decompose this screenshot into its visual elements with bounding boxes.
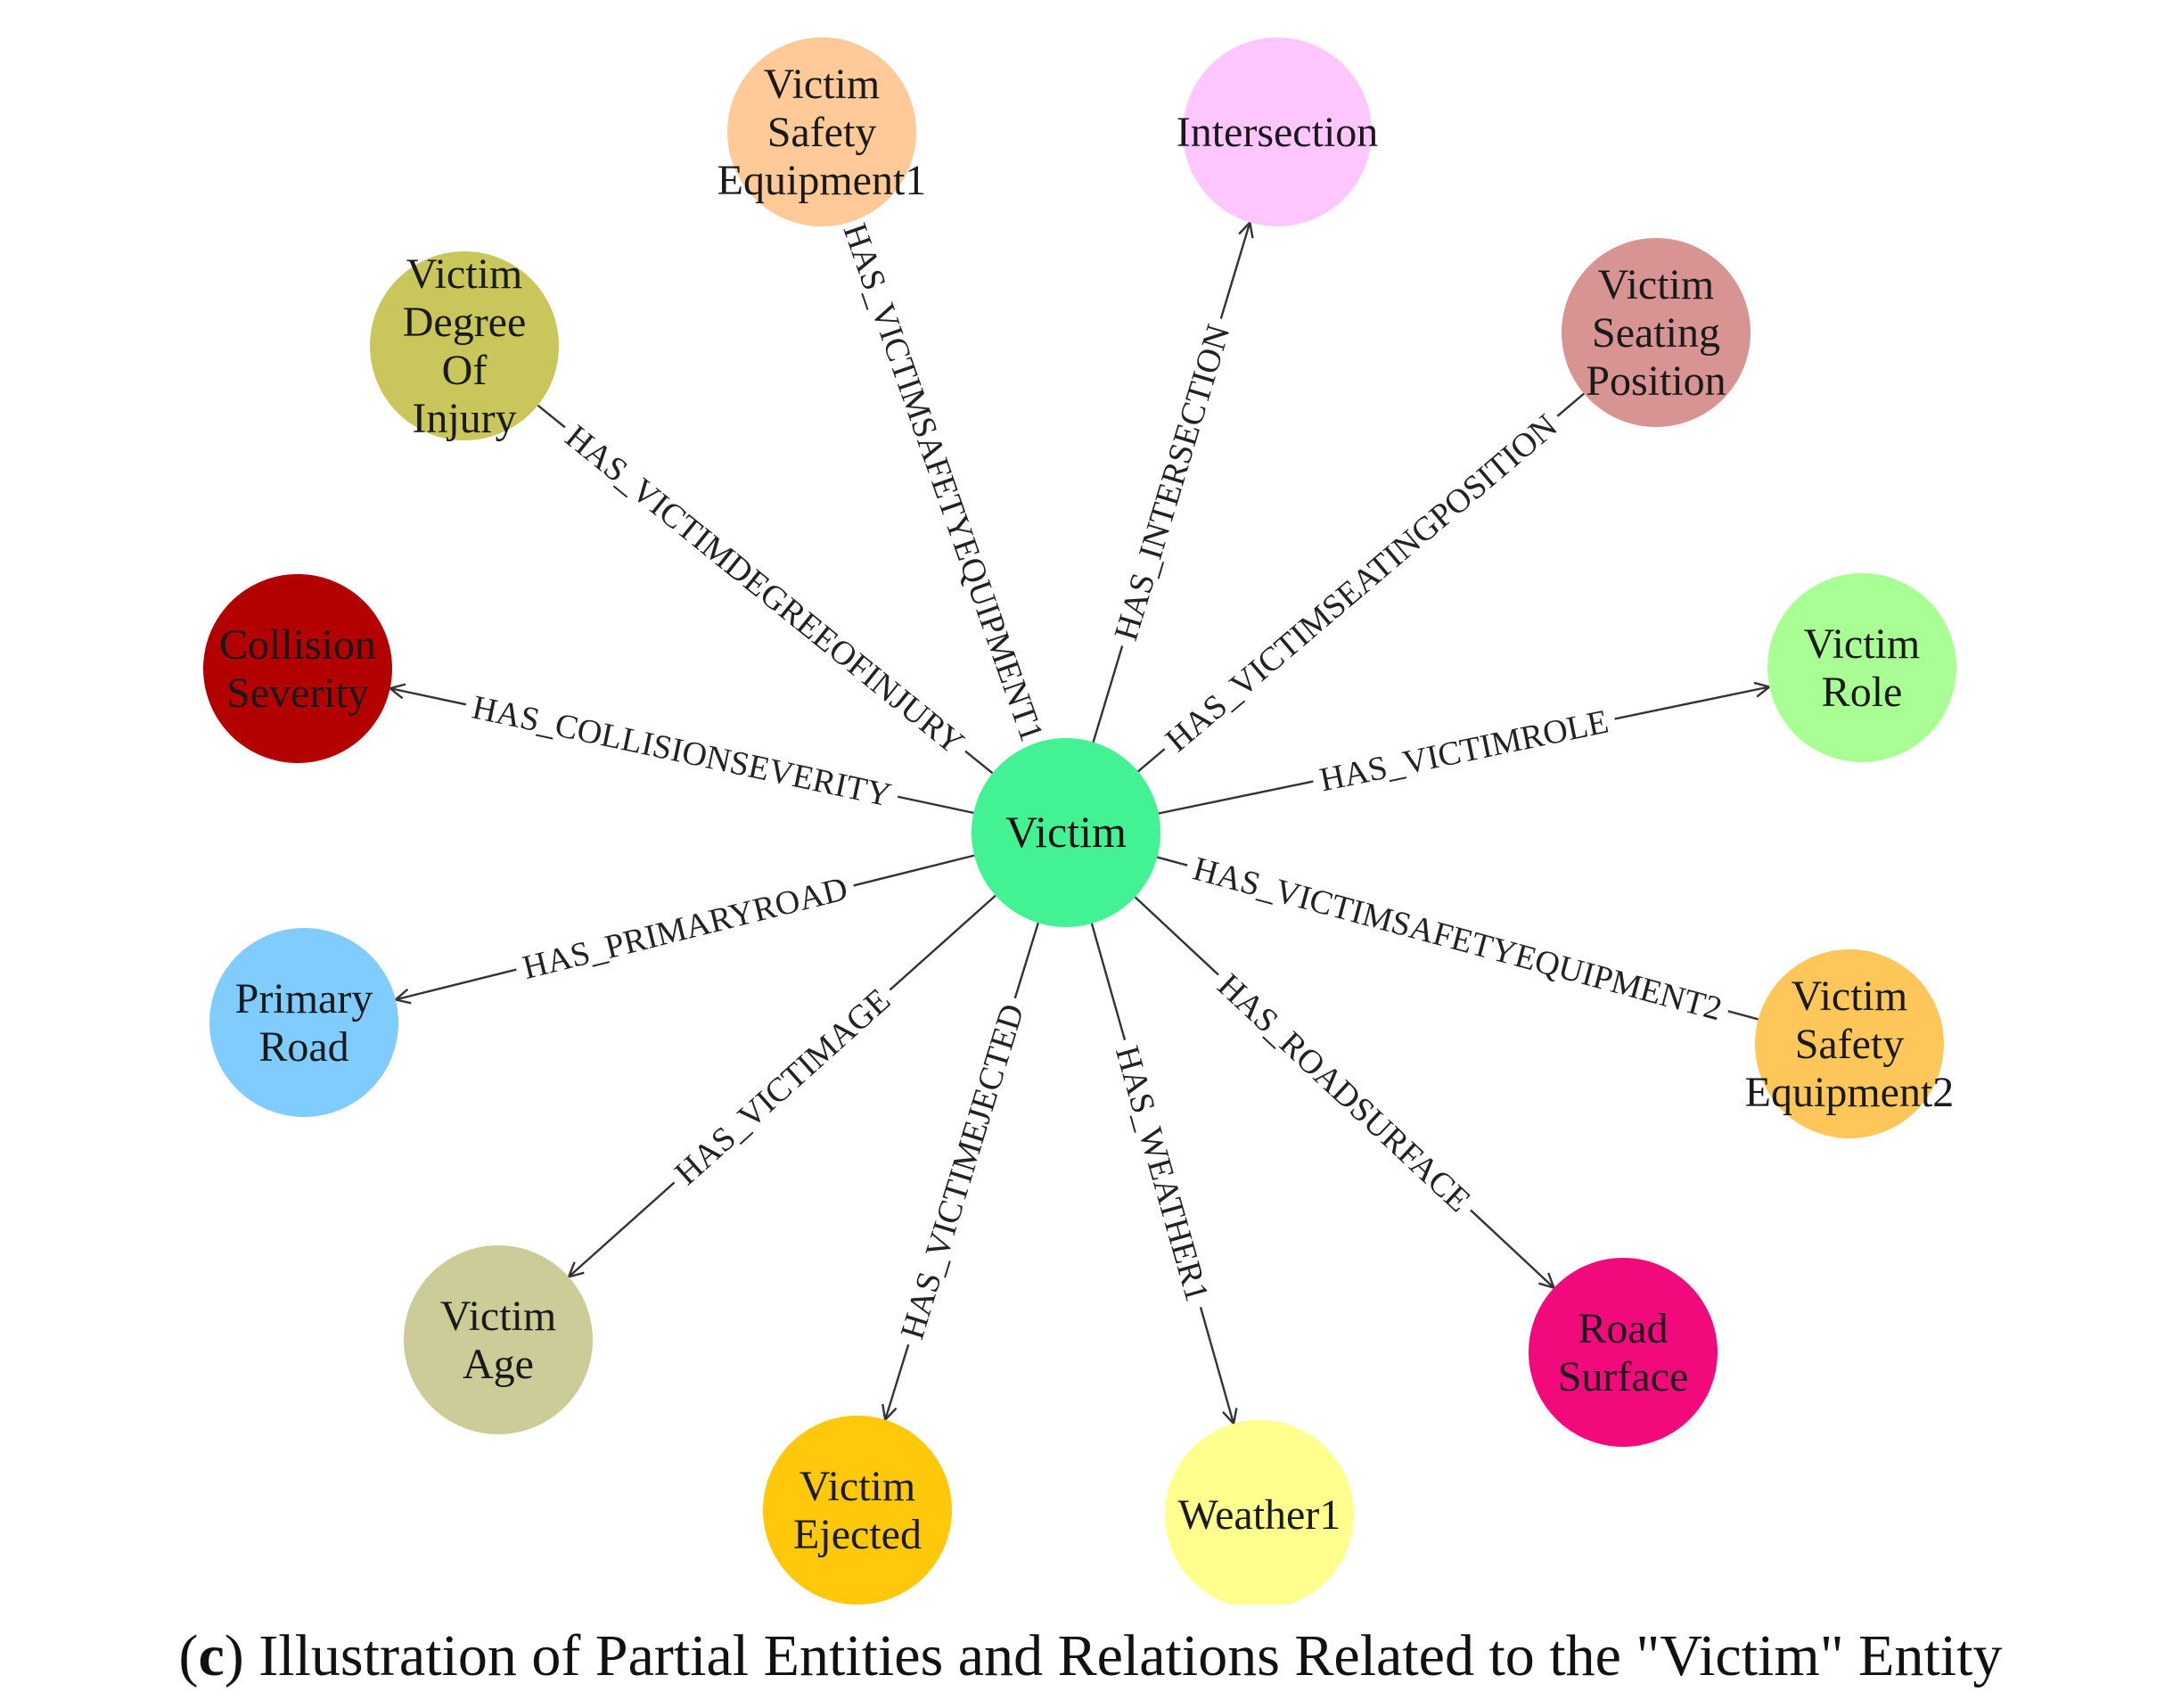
node-circle[interactable] (1183, 37, 1372, 226)
node-label-line: Victim (406, 250, 522, 298)
node-label-line: Victim (764, 61, 880, 108)
relation-label: HAS_VICTIMAGE (668, 981, 898, 1193)
node-label-line: Equipment2 (1745, 1069, 1955, 1116)
relation-label: HAS_INTERSECTION (1107, 320, 1237, 645)
edge-label-role: HAS_VICTIMROLE (1308, 699, 1619, 803)
node-circle[interactable] (1562, 238, 1751, 427)
node-label-line: Age (463, 1341, 534, 1388)
node-label-line: Of (442, 347, 488, 394)
relation-label-background (1181, 846, 1734, 1032)
node-circle[interactable] (727, 37, 916, 226)
node-label-line: Role (1822, 669, 1903, 716)
edge-label-primary-road: HAS_PRIMARYROAD (512, 866, 859, 990)
node-circle[interactable] (1529, 1258, 1718, 1447)
relation-label: HAS_VICTIMSEATINGPOSITION (1159, 407, 1565, 760)
relation-label: HAS_VICTIMEJECTED (893, 999, 1031, 1343)
node-label-line: Primary (235, 975, 373, 1022)
relation-label-background (1103, 313, 1242, 653)
relation-label-background (1103, 1034, 1220, 1313)
center-node-circle[interactable] (972, 738, 1160, 927)
node-circle[interactable] (370, 251, 559, 440)
center-node-label: Victim (1005, 807, 1127, 857)
relation-label-background (1308, 699, 1619, 803)
edge-label-ejected: HAS_VICTIMEJECTED (890, 992, 1036, 1351)
edge-label-collision-severity: HAS_COLLISIONSEVERITY (461, 685, 902, 818)
node-circle[interactable] (1755, 949, 1944, 1138)
node-circle[interactable] (209, 928, 398, 1117)
relation-label-background (890, 992, 1036, 1351)
node-label-line: Degree (403, 299, 527, 346)
node-intersection[interactable]: Intersection (1177, 37, 1379, 226)
relation-label-background (1152, 401, 1571, 766)
relation-label: HAS_VICTIMDEGREEOFINJURY (558, 418, 971, 762)
figure-caption: (c) Illustration of Partial Entities and… (0, 1612, 2181, 1701)
edge-label-weather: HAS_WEATHER1 (1103, 1034, 1220, 1313)
center-node[interactable]: Victim (972, 738, 1160, 927)
node-label-line: Victim (1804, 620, 1920, 668)
node-label-line: Intersection (1177, 109, 1379, 156)
relation-label-background (660, 975, 905, 1199)
node-label-line: Ejected (793, 1511, 922, 1558)
node-circle[interactable] (1767, 573, 1956, 762)
relation-label-background (1203, 960, 1484, 1227)
relation-label: HAS_ROADSURFACE (1210, 966, 1478, 1219)
caption-close-paren: ) (224, 1623, 244, 1688)
caption-open-paren: ( (178, 1623, 199, 1688)
edge-label-degree-injury: HAS_VICTIMDEGREEOFINJURY (551, 412, 978, 768)
node-label-line: Injury (412, 395, 516, 442)
nodes: VictimSafetyEquipment1IntersectionVictim… (203, 37, 1956, 1605)
node-label-line: Surface (1558, 1353, 1689, 1400)
edge-label-seating: HAS_VICTIMSEATINGPOSITION (1152, 401, 1571, 766)
node-label-line: Seating (1592, 309, 1720, 357)
node-circle[interactable] (203, 574, 392, 763)
node-label-line: Victim (440, 1293, 556, 1340)
relation-label: HAS_PRIMARYROAD (519, 870, 851, 987)
node-label-line: Weather1 (1178, 1491, 1341, 1539)
node-label-line: Victim (1598, 261, 1714, 308)
node-circle[interactable] (404, 1245, 593, 1434)
relation-label-background (551, 412, 978, 768)
node-label-line: Safety (767, 109, 877, 156)
node-label-line: Safety (1795, 1021, 1905, 1068)
edge-label-intersection: HAS_INTERSECTION (1103, 313, 1242, 653)
relation-label: HAS_VICTIMROLE (1316, 703, 1611, 800)
node-label-line: Road (258, 1023, 348, 1071)
node-label-line: Collision (219, 621, 376, 669)
node-circle[interactable] (1165, 1420, 1354, 1605)
node-label-line: Road (1578, 1305, 1668, 1352)
relation-label: HAS_COLLISIONSEVERITY (469, 688, 894, 814)
node-label-line: Equipment1 (717, 157, 927, 204)
relation-label-background (831, 211, 1055, 754)
caption-panel-tag: c (198, 1623, 225, 1688)
relation-label-background (461, 685, 902, 818)
node-label-line: Position (1586, 357, 1726, 405)
node-label-line: Victim (1792, 973, 1907, 1020)
node-label-line: Victim (799, 1463, 915, 1510)
node-label-line: Severity (226, 669, 369, 717)
node-circle[interactable] (763, 1416, 952, 1605)
node-weather[interactable]: Weather1 (1165, 1420, 1354, 1605)
relation-label-background (512, 866, 859, 990)
edge-label-road-surface: HAS_ROADSURFACE (1203, 960, 1484, 1227)
relation-label: HAS_WEATHER1 (1108, 1042, 1216, 1306)
edge-label-age: HAS_VICTIMAGE (660, 975, 905, 1199)
caption-text: Illustration of Partial Entities and Rel… (243, 1623, 2003, 1688)
